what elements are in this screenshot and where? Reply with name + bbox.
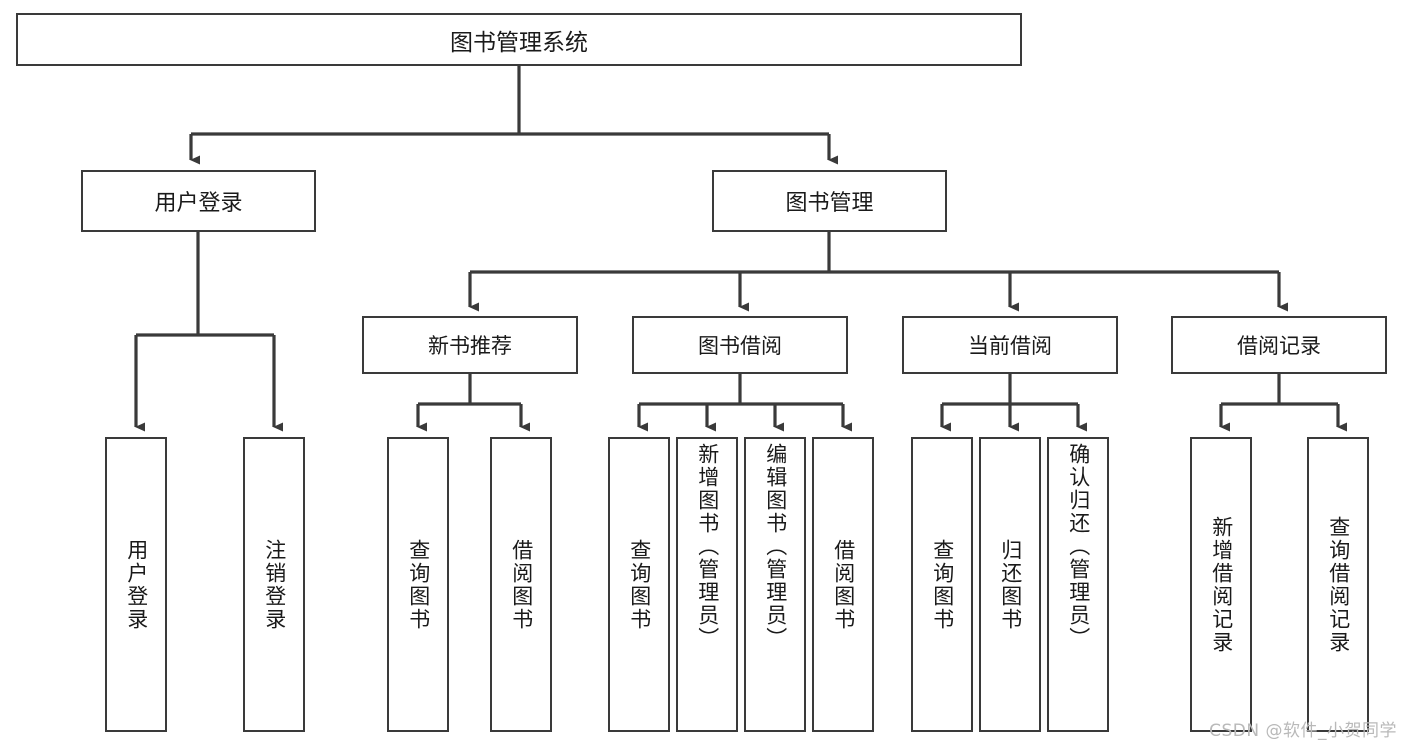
- node-leaf-confirm-return-admin[interactable]: 确认归还（管理员）: [1047, 437, 1109, 732]
- node-book-borrow[interactable]: 图书借阅: [632, 316, 848, 374]
- node-leaf-query-borrow-record[interactable]: 查询借阅记录: [1307, 437, 1369, 732]
- node-borrow-record[interactable]: 借阅记录: [1171, 316, 1387, 374]
- node-leaf-query-book-2[interactable]: 查询图书: [608, 437, 670, 732]
- node-leaf-return-book[interactable]: 归还图书: [979, 437, 1041, 732]
- node-leaf-logout-login[interactable]: 注销登录: [243, 437, 305, 732]
- node-user-login[interactable]: 用户登录: [81, 170, 316, 232]
- node-current-borrow[interactable]: 当前借阅: [902, 316, 1118, 374]
- node-root-system[interactable]: 图书管理系统: [16, 13, 1022, 66]
- node-leaf-query-book-1[interactable]: 查询图书: [387, 437, 449, 732]
- node-leaf-query-book-3[interactable]: 查询图书: [911, 437, 973, 732]
- node-leaf-borrow-book-2[interactable]: 借阅图书: [812, 437, 874, 732]
- node-leaf-edit-book-admin[interactable]: 编辑图书（管理员）: [744, 437, 806, 732]
- node-book-management[interactable]: 图书管理: [712, 170, 947, 232]
- node-leaf-add-borrow-record[interactable]: 新增借阅记录: [1190, 437, 1252, 732]
- node-leaf-add-book-admin[interactable]: 新增图书（管理员）: [676, 437, 738, 732]
- node-new-book-recommend[interactable]: 新书推荐: [362, 316, 578, 374]
- csdn-watermark: CSDN @软件_小贺同学: [1209, 721, 1397, 741]
- node-leaf-user-login[interactable]: 用户登录: [105, 437, 167, 732]
- node-leaf-borrow-book-1[interactable]: 借阅图书: [490, 437, 552, 732]
